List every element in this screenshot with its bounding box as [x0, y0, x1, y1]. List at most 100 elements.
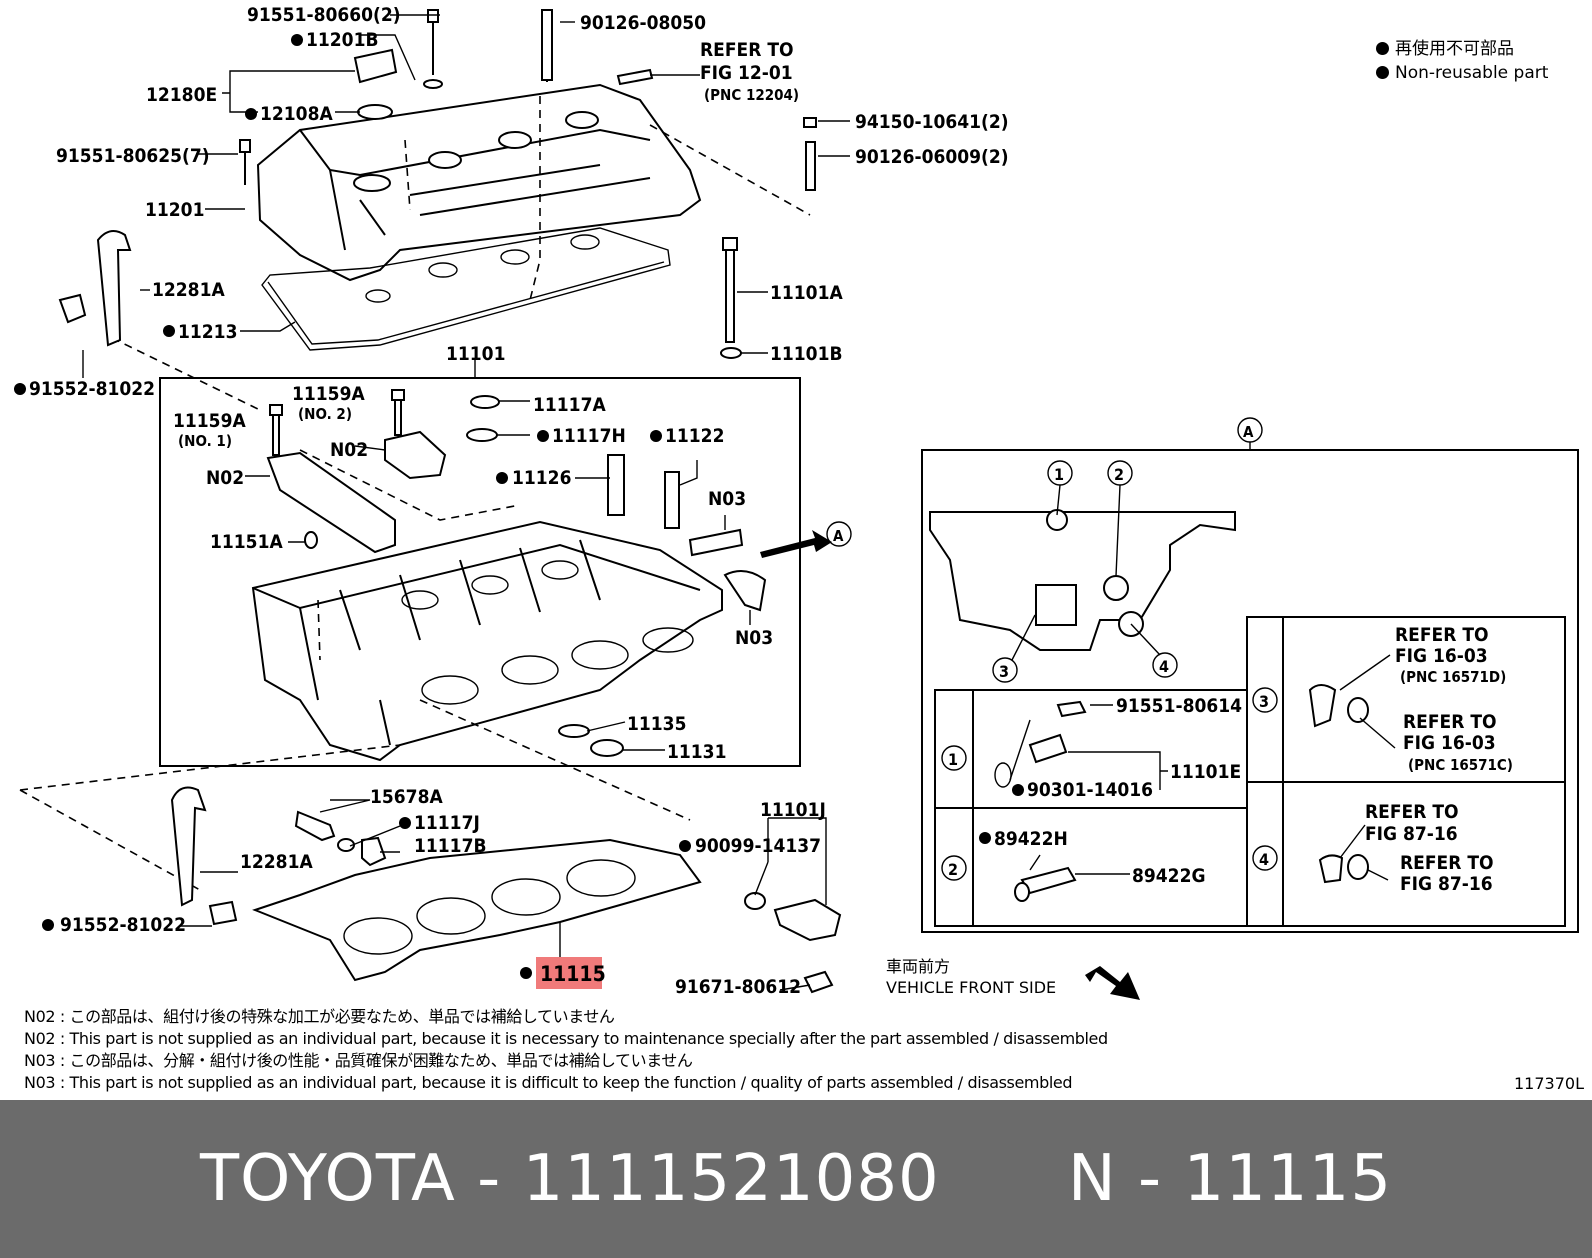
- label-n02-upper: N02: [330, 439, 368, 461]
- plug-15678A: [294, 810, 336, 842]
- note-n02-en: N02 : This part is not supplied as an in…: [24, 1029, 1108, 1048]
- highlight-11115: [536, 957, 602, 989]
- engine-hanger-upper: [96, 230, 132, 347]
- label-12180E: 12180E: [146, 84, 217, 106]
- footer-bar: TOYOTA - 1111521080 N - 11115: [0, 1100, 1592, 1258]
- label-11159A-no1: 11159A: [173, 410, 246, 432]
- label-11117J: 11117J: [414, 812, 480, 834]
- label-12108A: 12108A: [260, 103, 333, 125]
- label-refer-to-16-03-b: REFER TO: [1403, 711, 1497, 733]
- bolt-91671: [803, 970, 834, 994]
- label-11115[interactable]: 11115: [540, 962, 606, 986]
- label-11151A: 11151A: [210, 531, 283, 553]
- footer-brand: TOYOTA: [199, 1142, 456, 1216]
- label-11126: 11126: [512, 467, 571, 489]
- label-fig-87-16-a: FIG 87-16: [1365, 823, 1458, 845]
- label-15678A: 15678A: [370, 786, 443, 808]
- cylinder-head-drawing: [251, 389, 832, 762]
- label-refer-to-16-03-a: REFER TO: [1395, 624, 1489, 646]
- label-pnc-16571D: (PNC 16571D): [1400, 668, 1506, 686]
- label-11101: 11101: [446, 343, 505, 365]
- bolt-91552-lower: [208, 900, 238, 926]
- parts-diagram: 91551-80660(2) 11201B 90126-08050 REFER …: [14, 4, 1579, 1000]
- diagram-id: 117370L: [1514, 1074, 1584, 1093]
- label-91551-80614: 91551-80614: [1116, 695, 1242, 717]
- label-94150-10641: 94150-10641(2): [855, 111, 1009, 133]
- label-91552-81022-lower: 91552-81022: [60, 914, 186, 936]
- leader-lines-head: [19, 360, 751, 891]
- bullet-icon: [1376, 42, 1389, 55]
- label-91671-80612: 91671-80612: [675, 976, 801, 998]
- label-12281A-upper: 12281A: [152, 279, 225, 301]
- label-refer-to-87-16-a: REFER TO: [1365, 801, 1459, 823]
- label-90099-14137: 90099-14137: [695, 835, 821, 857]
- bolt-91552-upper: [58, 293, 87, 324]
- label-pnc-16571C: (PNC 16571C): [1408, 756, 1513, 774]
- label-a-arrow: A: [833, 527, 844, 545]
- note-n03-ja: N03 : この部品は、分解・組付け後の性能・品質確保が困難なため、単品では補給…: [24, 1051, 693, 1070]
- label-11101E: 11101E: [1170, 761, 1241, 783]
- footer-title: TOYOTA - 1111521080 N - 11115: [0, 1100, 1592, 1258]
- label-n03-lower: N03: [735, 627, 773, 649]
- vehicle-front-arrow: [1085, 966, 1140, 1000]
- vehicle-front-ja: 車両前方: [886, 957, 951, 976]
- label-n03-upper: N03: [708, 488, 746, 510]
- footer-part-number: 1111521080: [522, 1142, 940, 1216]
- label-11122: 11122: [665, 425, 724, 447]
- vehicle-front-en: VEHICLE FRONT SIDE: [886, 978, 1057, 997]
- label-11213: 11213: [178, 321, 237, 343]
- legend: 再使用不可部品 Non-reusable part: [1376, 37, 1548, 85]
- label-90126-06009: 90126-06009(2): [855, 146, 1009, 168]
- label-circle-1-top: 1: [1054, 465, 1064, 484]
- label-circle-4-top: 4: [1159, 657, 1169, 676]
- label-refer-to-12-01: REFER TO: [700, 39, 794, 61]
- label-fig-12-01: FIG 12-01: [700, 62, 793, 84]
- label-11131: 11131: [667, 741, 726, 763]
- label-circle-3: 3: [1259, 692, 1269, 711]
- vehicle-front-label: 車両前方 VEHICLE FRONT SIDE: [886, 956, 1056, 998]
- legend-ja: 再使用不可部品: [1395, 39, 1514, 59]
- label-fig-87-16-b: FIG 87-16: [1400, 873, 1493, 895]
- label-91551-80625: 91551-80625(7): [56, 145, 210, 167]
- label-fig-16-03-a: FIG 16-03: [1395, 645, 1488, 667]
- bullet-icon: [1376, 66, 1389, 79]
- label-90301-14016: 90301-14016: [1027, 779, 1153, 801]
- label-circle-1: 1: [948, 750, 958, 769]
- valve-cover-drawing: [239, 9, 817, 359]
- footnotes: N02 : この部品は、組付け後の特殊な加工が必要なため、単品では補給していませ…: [24, 1006, 1324, 1094]
- view-a-callout: [826, 521, 852, 547]
- label-11117A: 11117A: [533, 394, 606, 416]
- sensor-11101J: [773, 898, 842, 942]
- note-n03-en: N03 : This part is not supplied as an in…: [24, 1073, 1073, 1092]
- cylinder-head-box: [159, 377, 801, 767]
- detail-view-a: [921, 417, 1579, 933]
- label-pnc-12204: (PNC 12204): [704, 86, 799, 104]
- label-11117B: 11117B: [414, 835, 487, 857]
- footer-separator: -: [477, 1142, 502, 1216]
- label-91552-81022-upper: 91552-81022: [29, 378, 155, 400]
- label-circle-4: 4: [1259, 850, 1269, 869]
- label-circle-2-top: 2: [1114, 465, 1124, 484]
- footer-pnc: N - 11115: [1067, 1142, 1393, 1216]
- label-no2: (NO. 2): [298, 405, 352, 423]
- label-no1: (NO. 1): [178, 432, 232, 450]
- label-89422H: 89422H: [994, 828, 1068, 850]
- label-11101B: 11101B: [770, 343, 843, 365]
- label-11101J: 11101J: [760, 799, 826, 821]
- plug-11117B: [361, 836, 387, 867]
- label-12281A-lower: 12281A: [240, 851, 313, 873]
- label-11159A-no2: 11159A: [292, 383, 365, 405]
- label-view-a: A: [1243, 423, 1254, 441]
- head-gasket-drawing: [252, 838, 702, 982]
- label-11201: 11201: [145, 199, 204, 221]
- label-11117H: 11117H: [552, 425, 626, 447]
- label-11101A: 11101A: [770, 282, 843, 304]
- label-11201B: 11201B: [306, 29, 379, 51]
- engine-hanger-lower: [170, 786, 207, 907]
- label-11135: 11135: [627, 713, 686, 735]
- label-circle-3-top: 3: [999, 662, 1009, 681]
- label-fig-16-03-b: FIG 16-03: [1403, 732, 1496, 754]
- label-91551-80660: 91551-80660(2): [247, 4, 401, 26]
- label-90126-08050: 90126-08050: [580, 12, 706, 34]
- label-89422G: 89422G: [1132, 865, 1206, 887]
